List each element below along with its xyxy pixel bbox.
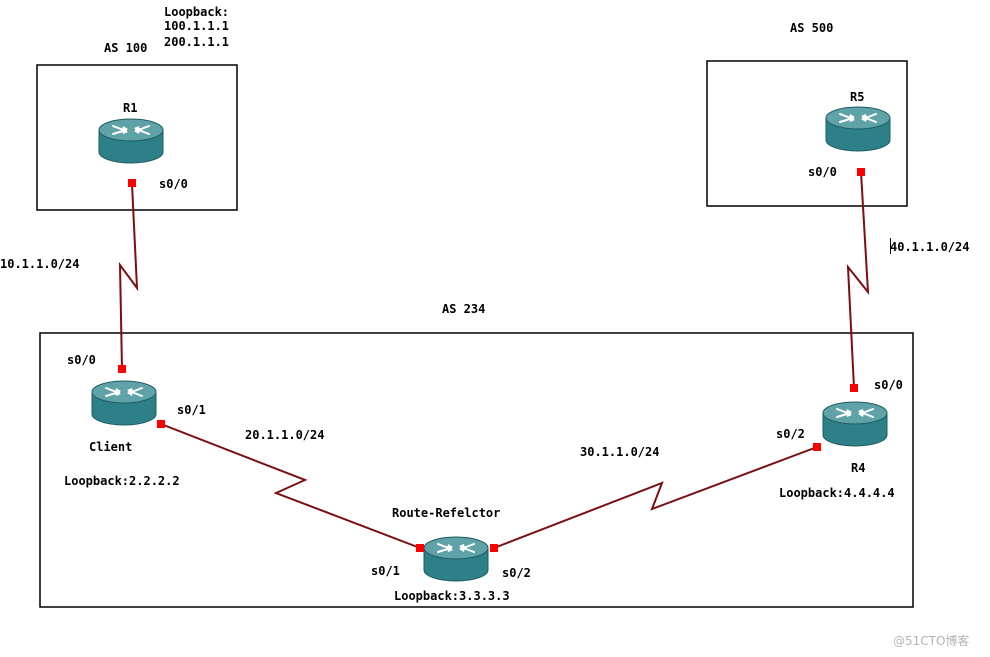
rr-name: Route-Refelctor [392, 506, 500, 520]
r1-loopback-title: Loopback: [164, 5, 229, 19]
client-if-s00: s0/0 [67, 353, 96, 367]
link-rr-r4 [493, 446, 818, 549]
r1-loopback-1: 100.1.1.1 [164, 19, 229, 33]
port-r5-s00 [857, 168, 865, 176]
rr-loopback: Loopback:3.3.3.3 [394, 589, 510, 603]
net-10-label: 10.1.1.0/24 [0, 257, 79, 271]
r1-loopback-2: 200.1.1.1 [164, 35, 229, 49]
as100-box [36, 64, 238, 211]
router-r4-icon[interactable] [822, 401, 888, 447]
r1-if-s00: s0/0 [159, 177, 188, 191]
rr-if-s02: s0/2 [502, 566, 531, 580]
r4-loopback: Loopback:4.4.4.4 [779, 486, 895, 500]
client-loopback: Loopback:2.2.2.2 [64, 474, 180, 488]
client-if-s01: s0/1 [177, 403, 206, 417]
router-rr-icon[interactable] [423, 536, 489, 582]
port-rr-s02 [490, 544, 498, 552]
link-r5-r4 [846, 171, 870, 389]
router-r1-icon[interactable] [98, 118, 164, 164]
r1-name: R1 [123, 101, 137, 115]
rr-if-s01: s0/1 [371, 564, 400, 578]
link-r1-client [118, 183, 139, 370]
client-name: Client [89, 440, 132, 454]
as234-label: AS 234 [442, 302, 485, 316]
as234-box [39, 332, 914, 608]
watermark: @51CTO博客 [893, 633, 969, 648]
r4-if-s00: s0/0 [874, 378, 903, 392]
link-client-rr [160, 423, 421, 549]
r4-if-s02: s0/2 [776, 427, 805, 441]
port-client-s01 [157, 420, 165, 428]
net-40-label: 40.1.1.0/24 [890, 240, 969, 254]
as500-box [706, 60, 908, 207]
as100-label: AS 100 [104, 41, 147, 55]
port-client-s00 [118, 365, 126, 373]
router-client-icon[interactable] [91, 380, 157, 426]
router-r5-icon[interactable] [825, 106, 891, 152]
port-rr-s01 [416, 544, 424, 552]
net-30-label: 30.1.1.0/24 [580, 445, 659, 459]
net-20-label: 20.1.1.0/24 [245, 428, 324, 442]
port-r4-s02 [813, 443, 821, 451]
r5-if-s00: s0/0 [808, 165, 837, 179]
port-r1-s00 [128, 179, 136, 187]
r4-name: R4 [851, 461, 865, 475]
as500-label: AS 500 [790, 21, 833, 35]
r5-name: R5 [850, 90, 864, 104]
port-r4-s00 [850, 384, 858, 392]
